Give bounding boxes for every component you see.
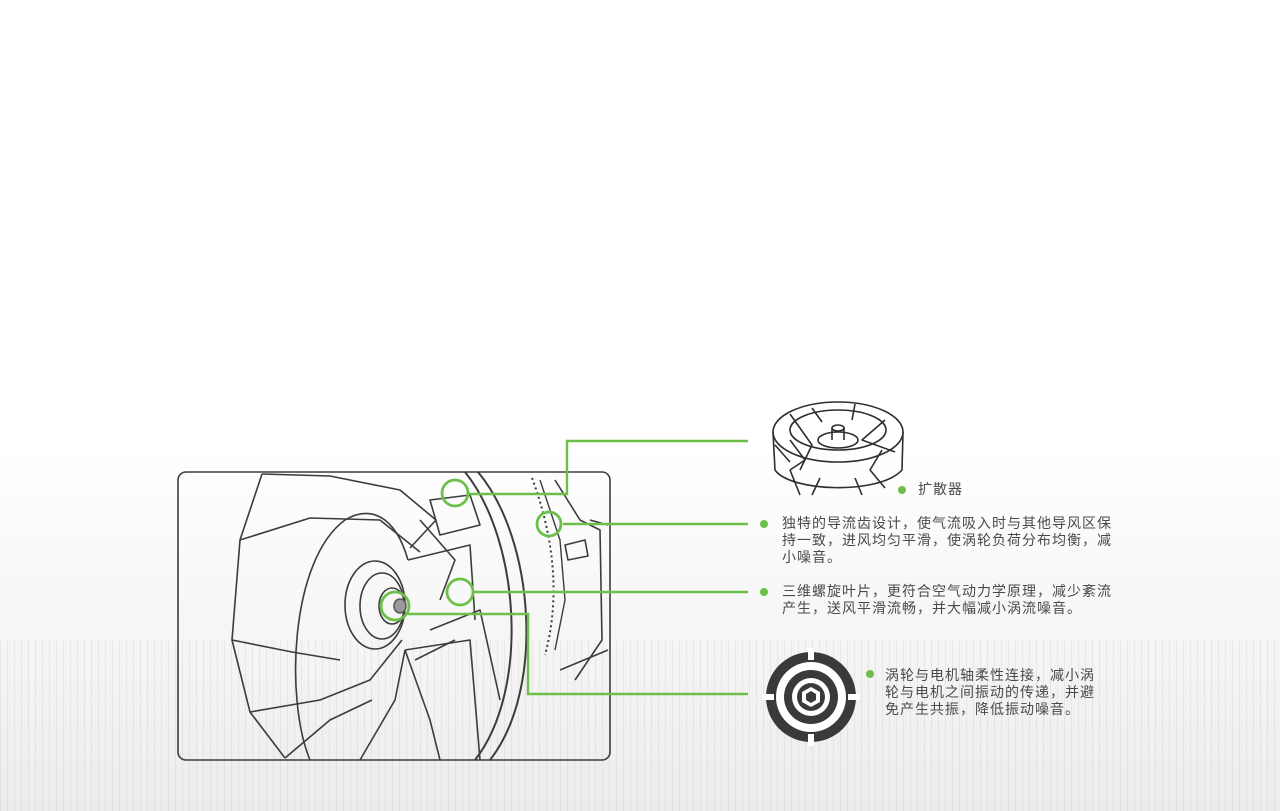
label-blades: 三维螺旋叶片，更符合空气动力学原理，减少紊流产生，送风平滑流畅，并大幅减小涡流噪…	[782, 584, 1112, 617]
label-flexible-coupling: 涡轮与电机轴柔性连接，减小涡轮与电机之间振动的传递，并避免产生共振，降低振动噪音…	[885, 668, 1095, 718]
guide-teeth	[531, 477, 555, 656]
bullet-dot-blades	[760, 588, 768, 596]
bullet-dot-coupling	[866, 670, 874, 678]
callout-lines	[408, 439, 748, 696]
bullet-dot-diffuser	[898, 486, 906, 494]
label-guide-teeth: 独特的导流齿设计，使气流吸入时与其他导风区保持一致，进风均匀平滑，使涡轮负荷分布…	[782, 516, 1112, 566]
diffuser-fan-icon	[772, 401, 904, 496]
shaft-coupling-icon	[762, 648, 860, 746]
label-diffuser: 扩散器	[918, 482, 963, 498]
fan-cross-section	[177, 471, 611, 761]
callout-markers	[379, 478, 563, 622]
floor-texture	[0, 640, 1280, 811]
bullet-dot-guide-teeth	[760, 520, 768, 528]
